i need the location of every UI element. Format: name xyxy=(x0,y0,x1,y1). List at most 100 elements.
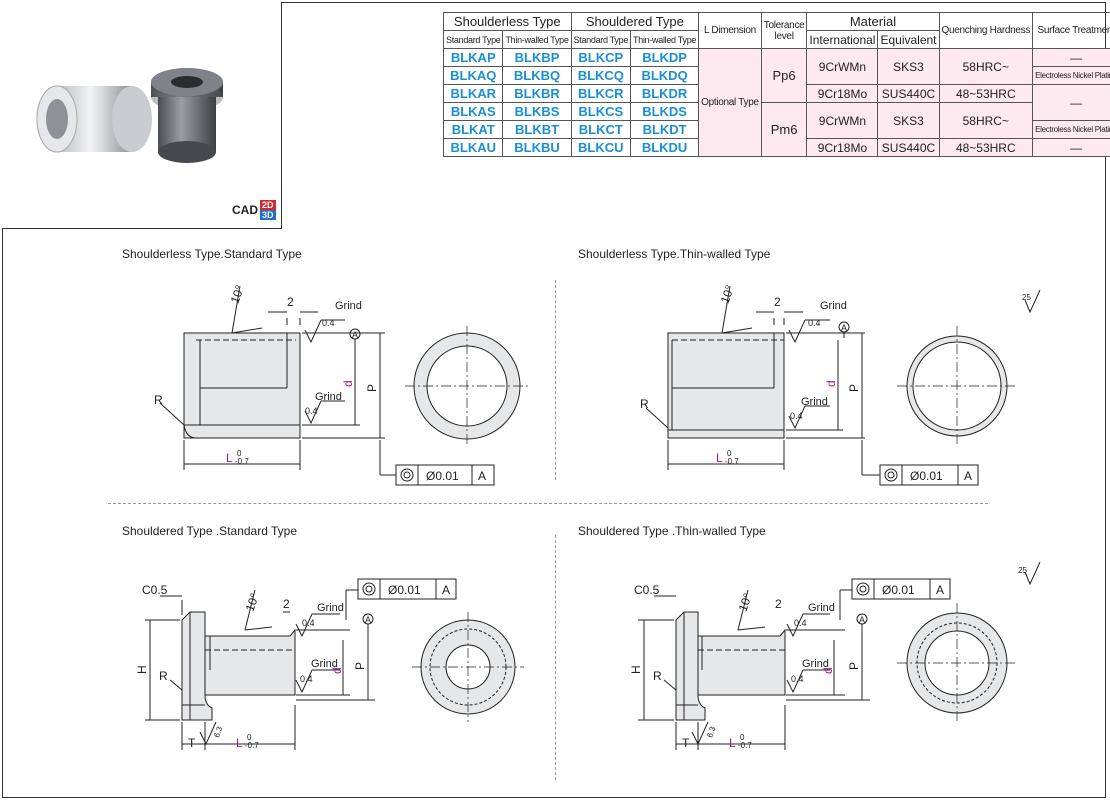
roughness-label: 0.4 xyxy=(790,411,803,421)
code-cell: BLKDS xyxy=(630,102,700,121)
code-cell: BLKCT xyxy=(570,120,632,139)
code-cell: BLKBP xyxy=(502,48,572,67)
tol-lower: -0.7 xyxy=(235,457,249,466)
hdr-surface: Surface Treatment xyxy=(1032,12,1110,49)
angle-label: 10° xyxy=(718,283,737,305)
roughness-label: 6.3 xyxy=(705,725,717,739)
dim-l: L xyxy=(729,736,736,750)
dim-r: R xyxy=(154,393,163,407)
cad-label: CAD xyxy=(232,203,258,217)
code-cell: BLKDQ xyxy=(630,66,700,85)
grind-label: Grind xyxy=(802,658,829,670)
grind-label: Grind xyxy=(315,391,342,403)
grind-label: Grind xyxy=(808,602,835,614)
tolerance-value: Ø0.01 xyxy=(388,583,421,597)
datum-ref: A xyxy=(442,583,450,597)
drawing-shoulderless-standard xyxy=(159,285,529,486)
tolerance-value: Ø0.01 xyxy=(882,583,915,597)
product-photo xyxy=(36,68,223,163)
dim-2: 2 xyxy=(774,295,781,309)
grind-label: Grind xyxy=(317,602,344,614)
dim-t: T xyxy=(188,736,196,750)
surface-dash: — xyxy=(1032,84,1110,121)
hdr-international: International xyxy=(806,30,879,49)
datum-a: A xyxy=(352,330,358,340)
surface-roughness: 25 xyxy=(1018,566,1027,575)
code-cell: BLKBU xyxy=(502,138,572,157)
code-cell: BLKAQ xyxy=(442,66,504,85)
datum-ref: A xyxy=(478,469,486,483)
dim-2: 2 xyxy=(287,295,294,309)
optional-type: Optional Type xyxy=(698,48,762,157)
dim-d: d xyxy=(821,667,835,674)
eq-2: SUS440C xyxy=(877,138,940,157)
roughness-label: 0.4 xyxy=(305,406,318,416)
drawing-shoulderless-thin xyxy=(645,285,1041,486)
roughness-label: 6.3 xyxy=(212,725,224,739)
dim-2: 2 xyxy=(775,597,782,611)
dim-r: R xyxy=(159,669,168,683)
section-title: Shouldered Type .Thin-walled Type xyxy=(578,524,766,538)
dim-2: 2 xyxy=(283,597,290,611)
code-cell: BLKBQ xyxy=(502,66,572,85)
code-cell: BLKCS xyxy=(570,102,632,121)
dim-d: d xyxy=(330,667,344,674)
tol-upper: 0 xyxy=(740,733,745,742)
tolerance-value: Ø0.01 xyxy=(910,469,943,483)
tol-upper: 0 xyxy=(247,733,252,742)
eq-1: SKS3 xyxy=(877,102,940,139)
surface-dash: — xyxy=(1032,138,1110,157)
hdr-equivalent: Equivalent xyxy=(877,30,940,49)
chamfer-label: C0.5 xyxy=(142,583,168,597)
dim-d: d xyxy=(341,380,355,387)
code-cell: BLKAR xyxy=(442,84,504,103)
roughness-label: 0.4 xyxy=(791,674,804,684)
roughness-label: 0.4 xyxy=(302,618,315,628)
section-title: Shoulderless Type.Standard Type xyxy=(122,247,302,261)
grind-label: Grind xyxy=(335,300,362,312)
grind-label: Grind xyxy=(820,300,847,312)
dim-p: P xyxy=(847,384,861,392)
datum-ref: A xyxy=(964,469,972,483)
angle-label: 10° xyxy=(228,283,247,305)
dim-l: L xyxy=(226,451,233,465)
angle-label: 10° xyxy=(243,591,262,613)
roughness-label: 0.4 xyxy=(300,674,313,684)
tol-upper: 0 xyxy=(727,449,732,458)
divider-vertical xyxy=(555,535,556,780)
divider-vertical xyxy=(555,280,556,480)
hdr-std-2: Standard Type xyxy=(570,30,632,49)
spec-table: Shoulderless Type Shouldered Type L Dime… xyxy=(442,12,1110,157)
cad-3d: 3D xyxy=(260,210,276,220)
grind-label: Grind xyxy=(801,396,828,408)
roughness-label: 0.4 xyxy=(322,318,335,328)
hard-2: 48~53HRC xyxy=(938,138,1034,157)
code-cell: BLKCP xyxy=(570,48,632,67)
code-cell: BLKAU xyxy=(442,138,504,157)
hdr-shoulderless: Shoulderless Type xyxy=(443,12,572,31)
dim-r: R xyxy=(653,669,662,683)
dim-t: T xyxy=(682,736,690,750)
dim-l: L xyxy=(236,736,243,750)
tol-lower: -0.7 xyxy=(245,741,259,750)
code-cell: BLKAP xyxy=(442,48,504,67)
angle-label: 10° xyxy=(736,591,755,613)
roughness-label: 0.4 xyxy=(808,318,821,328)
dim-p: P xyxy=(353,662,367,670)
tol-pm6: Pm6 xyxy=(760,102,808,157)
datum-ref: A xyxy=(936,583,944,597)
datum-a: A xyxy=(841,323,847,333)
code-cell: BLKDP xyxy=(630,48,700,67)
hdr-hardness: Quenching Hardness xyxy=(938,12,1034,49)
code-cell: BLKDT xyxy=(630,120,700,139)
mat-2: 9Cr18Mo xyxy=(806,84,879,103)
mat-1: 9CrWMn xyxy=(806,48,879,85)
eq-2: SUS440C xyxy=(877,84,940,103)
dim-r: R xyxy=(640,397,649,411)
datum-a: A xyxy=(859,615,865,625)
hdr-l-dimension: L Dimension xyxy=(698,12,762,49)
hard-1: 58HRC~ xyxy=(938,102,1034,139)
